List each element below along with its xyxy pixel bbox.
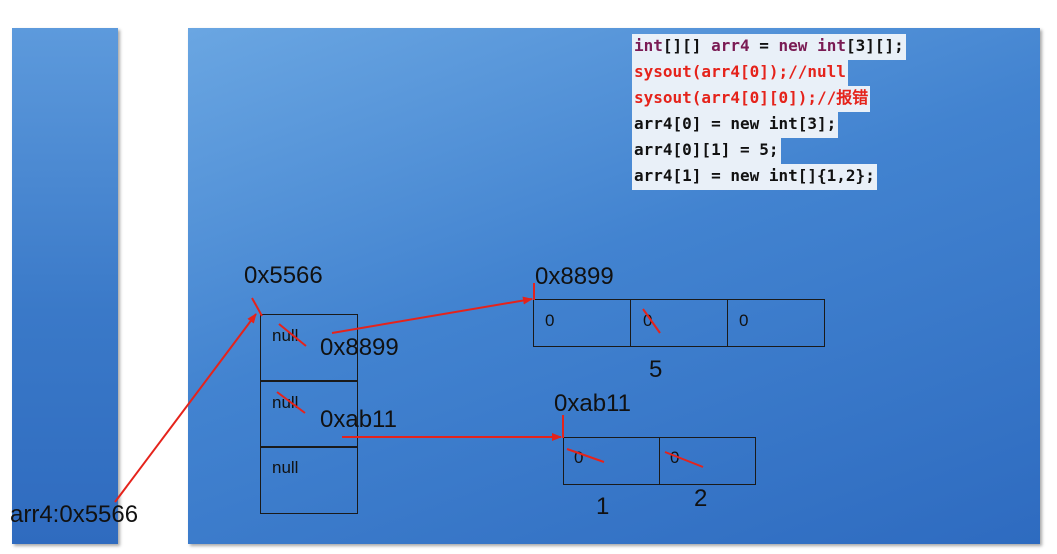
array-8899-cell-2 <box>727 299 825 347</box>
code-line-2: sysout(arr4[0]);//null <box>632 60 848 86</box>
array-ab11-cell-1-value: 0 <box>670 448 680 467</box>
array-8899-cell-2-value: 0 <box>739 311 749 330</box>
code-token: int <box>817 36 846 55</box>
outer-array-cell-2 <box>260 446 358 514</box>
array-ab11-new-value-1: 2 <box>694 485 708 512</box>
code-line-4: arr4[0] = new int[3]; <box>632 112 839 138</box>
arrow-stack-to-outer-array <box>114 313 257 503</box>
code-line-3: sysout(arr4[0][0]);//报错 <box>632 86 871 112</box>
code-line-1: int[][] arr4 = new int[3][]; <box>632 34 906 60</box>
strike-null-1 <box>276 391 306 414</box>
strike-8899-cell-1 <box>642 308 661 334</box>
stack-panel <box>12 28 118 544</box>
code-token: = <box>749 36 779 55</box>
strike-null-0 <box>278 323 307 347</box>
code-token: [][] <box>662 36 712 55</box>
array-8899-address: 0x8899 <box>535 263 614 290</box>
code-token: [3][]; <box>845 36 904 55</box>
array-ab11-new-value-0: 1 <box>596 493 610 520</box>
code-token: arr4 <box>711 36 750 55</box>
outer-array-cell-0 <box>260 314 358 382</box>
stack-variable-label: arr4:0x5566 <box>10 501 139 528</box>
arrow-cell0-to-array-8899 <box>331 296 533 334</box>
outer-cell-0-new-value: 0x8899 <box>320 334 399 361</box>
code-line-6: arr4[1] = new int[]{1,2}; <box>632 164 877 190</box>
outer-cell-1-old-value: null <box>272 393 299 412</box>
outer-array-address: 0x5566 <box>244 262 323 289</box>
heap-panel <box>188 28 1040 544</box>
array-ab11-cell-1 <box>659 437 756 485</box>
code-token: new <box>778 36 808 55</box>
code-snippet: int[][] arr4 = new int[3][]; sysout(arr4… <box>632 34 906 190</box>
strike-ab11-cell-1 <box>664 451 704 468</box>
code-line-5: arr4[0][1] = 5; <box>632 138 781 164</box>
array-8899-cell-1-value: 0 <box>643 311 653 330</box>
outer-cell-1-new-value: 0xab11 <box>320 406 397 433</box>
array-ab11-address: 0xab11 <box>554 390 631 417</box>
outer-cell-0-old-value: null <box>272 326 299 345</box>
tick-outer-array <box>251 297 263 317</box>
array-8899-new-value: 5 <box>649 356 663 383</box>
strike-ab11-cell-0 <box>566 448 605 463</box>
array-ab11-cell-0-value: 0 <box>574 448 584 467</box>
outer-array-cell-1 <box>260 380 358 448</box>
array-8899-cell-0-value: 0 <box>545 311 555 330</box>
code-token: int <box>634 36 663 55</box>
outer-cell-2-value: null <box>272 458 299 477</box>
